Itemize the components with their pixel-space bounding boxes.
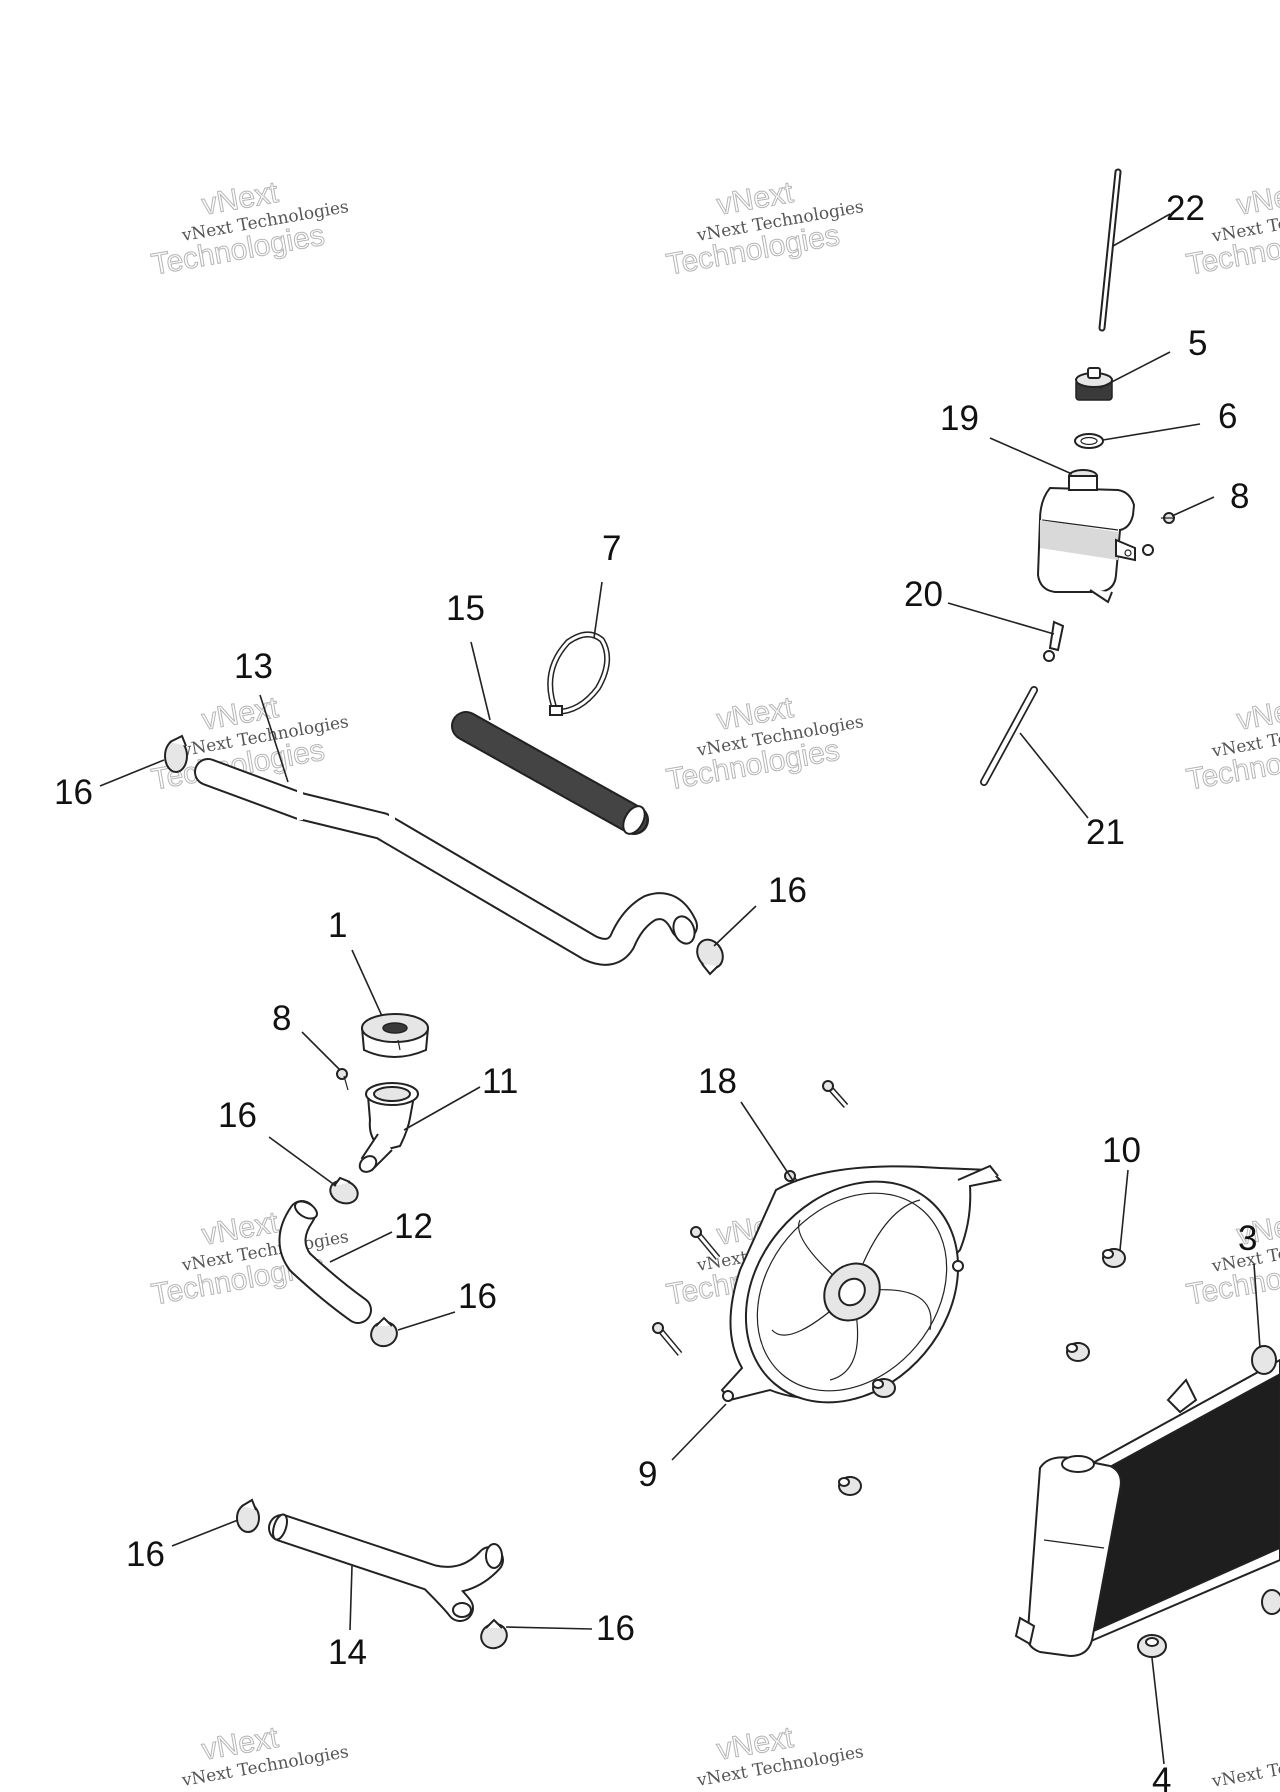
callout-16-f: 16 [596,1609,635,1648]
watermark: vNext vNext Technologies [694,1721,865,1792]
watermark: Technologies vNext vNext Technologies [148,176,350,283]
part-16-hose-clamp [370,1316,398,1348]
part-10-grommet [872,1378,896,1398]
part-8-screw [1161,512,1175,524]
callout-12: 12 [394,1207,433,1246]
callout-16-a: 16 [54,773,93,812]
leader-lines [99,213,1261,1765]
callout-11: 11 [482,1062,518,1101]
part-16-hose-clamp [329,1176,359,1205]
part-18-bolt [822,1080,849,1108]
part-13-coolant-hose [194,758,698,966]
part-14-lower-hose [268,1513,504,1622]
part-6-gasket [1074,433,1104,449]
callout-16-e: 16 [126,1535,165,1574]
part-4-grommet [1137,1634,1167,1658]
callout-1: 1 [328,906,347,945]
part-7-tie-strap [547,631,611,716]
callout-3: 3 [1238,1219,1257,1258]
part-3-radiator [1014,1345,1280,1658]
part-15-corrugated-sleeve [451,711,649,835]
part-16-hose-clamp [696,938,724,976]
callout-16-d: 16 [458,1277,497,1316]
callout-16-b: 16 [768,871,807,910]
part-8-screw [336,1068,349,1091]
part-1-radiator-cap [361,1013,429,1058]
watermark: Technologies vNext vNext Technologies [1183,1206,1280,1313]
callout-15: 15 [446,589,485,628]
part-9-cooling-fan [720,1164,1003,1404]
part-20-fitting [1043,620,1065,662]
watermark-company-text: vNext Technologies [1210,1743,1280,1792]
part-10-grommet [838,1476,862,1496]
watermark: vNext Technologies [1210,1743,1280,1792]
part-12-bent-hose [278,1200,372,1324]
part-16-hose-clamp [236,1498,260,1533]
callout-6: 6 [1218,397,1237,436]
part-16-hose-clamp [480,1618,508,1650]
callout-7: 7 [602,529,621,568]
callout-8-lower: 8 [272,999,291,1038]
callout-8-top: 8 [1230,477,1249,516]
part-5-reservoir-cap [1075,367,1113,401]
callout-16-c: 16 [218,1096,257,1135]
callout-22: 22 [1166,189,1205,228]
part-21-tube [980,686,1038,786]
part-18-bolt [690,1226,721,1260]
callout-10: 10 [1102,1131,1141,1170]
callout-19: 19 [940,399,979,438]
callout-20: 20 [904,575,943,614]
callout-9: 9 [638,1455,657,1494]
watermark: Technologies vNext vNext Technologies [663,176,865,283]
callout-4: 4 [1152,1761,1171,1792]
part-22-rod [1098,168,1122,332]
callout-21: 21 [1086,813,1125,852]
watermark-small-text: vNext [1234,176,1280,222]
part-10-grommet [1066,1342,1090,1362]
watermark: Technologies vNext vNext Technologies [1183,691,1280,798]
part-19-reservoir-tank [1036,469,1154,604]
callout-5: 5 [1188,324,1207,363]
part-11-filler-neck [358,1082,419,1173]
callout-13: 13 [234,647,273,686]
watermark: Technologies vNext vNext Technologies [663,691,865,798]
part-18-bolt [652,1322,683,1356]
part-10-grommet [1102,1248,1126,1268]
part-16-hose-clamp [164,734,188,773]
callout-labels: 22 5 19 6 8 7 15 20 13 16 21 16 1 8 11 1… [54,189,1257,1792]
callout-14: 14 [328,1633,367,1672]
watermark: vNext vNext Technologies [179,1721,350,1792]
watermark-small-text: vNext [1234,691,1280,737]
callout-18: 18 [698,1062,737,1101]
